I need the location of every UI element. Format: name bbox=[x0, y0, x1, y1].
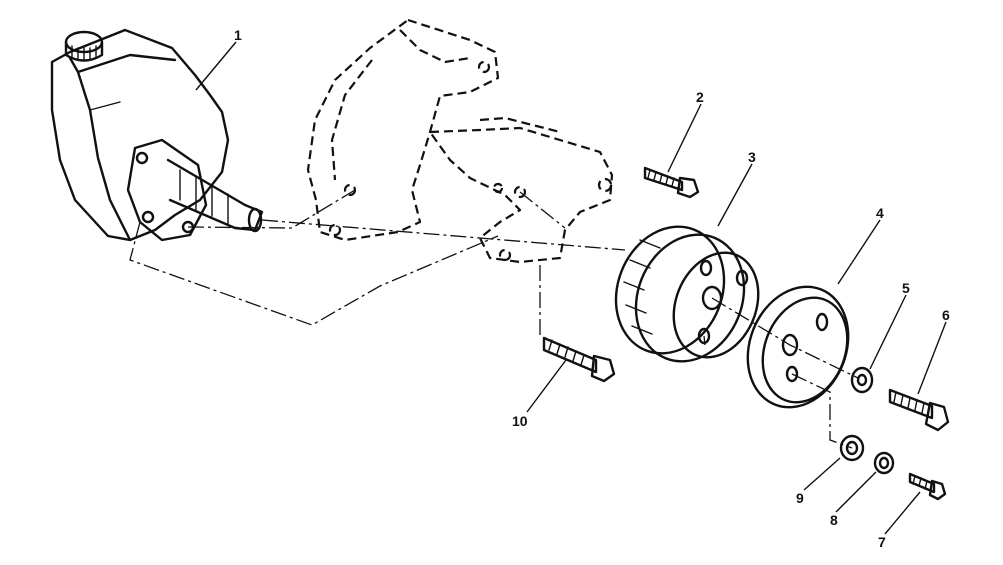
callout-5: 5 bbox=[902, 280, 910, 296]
callout-10: 10 bbox=[512, 413, 528, 429]
washer-9 bbox=[839, 434, 865, 462]
callout-7: 7 bbox=[878, 534, 886, 550]
callout-9: 9 bbox=[796, 490, 804, 506]
callout-1: 1 bbox=[234, 27, 242, 43]
pulley-3 bbox=[614, 225, 760, 363]
bolt-10 bbox=[542, 336, 616, 383]
bolt-2 bbox=[643, 166, 700, 199]
power-steering-reservoir bbox=[50, 28, 264, 242]
callout-3: 3 bbox=[748, 149, 756, 165]
callout-4: 4 bbox=[876, 205, 884, 221]
washer-5 bbox=[850, 366, 874, 394]
bolt-7 bbox=[908, 472, 947, 501]
callout-2: 2 bbox=[696, 89, 704, 105]
bolt-6 bbox=[888, 388, 950, 432]
leader-lines bbox=[195, 41, 947, 535]
callout-8: 8 bbox=[830, 512, 838, 528]
assembly-centerlines bbox=[129, 189, 859, 449]
callout-labels: 1 2 3 4 5 6 7 8 9 10 bbox=[234, 27, 950, 550]
callout-6: 6 bbox=[942, 307, 950, 323]
pulley-4 bbox=[746, 285, 850, 409]
mounting-bracket bbox=[306, 18, 614, 264]
lockwasher-8 bbox=[873, 451, 895, 475]
